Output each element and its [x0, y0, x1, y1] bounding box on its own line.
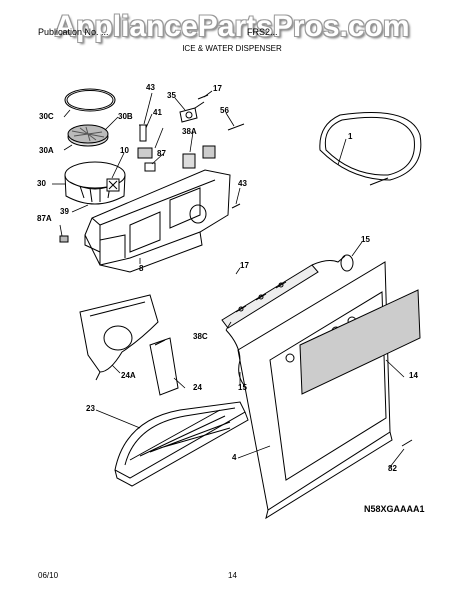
part-38c-board	[222, 255, 353, 385]
callout-41: 41	[153, 108, 162, 117]
part-30c-ring	[65, 89, 115, 111]
callout-30b: 30B	[118, 112, 133, 121]
part-30b-filter	[68, 125, 108, 146]
part-41-43-87	[138, 125, 155, 171]
callout-56: 56	[220, 106, 229, 115]
callout-38a: 38A	[182, 127, 197, 136]
part-8-housing	[85, 170, 230, 272]
callout-23: 23	[86, 404, 95, 413]
callout-43-top: 43	[146, 83, 155, 92]
watermark: AppliancePartsPros.com	[54, 10, 410, 43]
part-35-38a	[180, 102, 215, 168]
callout-82: 82	[388, 464, 397, 473]
callout-1: 1	[348, 132, 353, 141]
callout-87: 87	[157, 149, 166, 158]
callout-87a: 87A	[37, 214, 52, 223]
part-87a-clip	[60, 236, 68, 242]
callout-30a: 30A	[39, 146, 54, 155]
callout-14: 14	[409, 371, 418, 380]
callout-24: 24	[193, 383, 202, 392]
footer-date: 06/10	[38, 571, 59, 580]
callout-39: 39	[60, 207, 69, 216]
part-23-tray	[115, 402, 248, 486]
screw-56	[228, 124, 244, 130]
part-30-housing	[65, 162, 125, 204]
callout-43-right: 43	[238, 179, 247, 188]
callout-30: 30	[37, 179, 46, 188]
callout-15-top: 15	[361, 235, 370, 244]
callout-10: 10	[120, 146, 129, 155]
callout-8: 8	[139, 264, 144, 273]
callout-17-mid: 17	[240, 261, 249, 270]
callout-38c: 38C	[193, 332, 208, 341]
part-14-overlay	[300, 290, 420, 394]
callout-35: 35	[167, 91, 176, 100]
callout-30c: 30C	[39, 112, 54, 121]
header-publication: Publication No. ...	[38, 27, 109, 37]
header-model: FRS2...	[247, 27, 278, 37]
callout-17-top: 17	[213, 84, 222, 93]
part-24a-chute	[80, 295, 158, 380]
leader-lines	[52, 91, 404, 467]
callout-24a: 24A	[121, 371, 136, 380]
part-1-tubing	[320, 113, 421, 186]
footer-page-number: 14	[228, 571, 237, 580]
page-title: ICE & WATER DISPENSER	[182, 44, 282, 53]
callout-4: 4	[232, 453, 237, 462]
screw-43	[232, 204, 240, 208]
screw-82	[402, 440, 412, 446]
part-24-flap	[150, 338, 178, 395]
model-code: N58XGAAAA1	[364, 504, 425, 514]
callout-15-bottom: 15	[238, 383, 247, 392]
